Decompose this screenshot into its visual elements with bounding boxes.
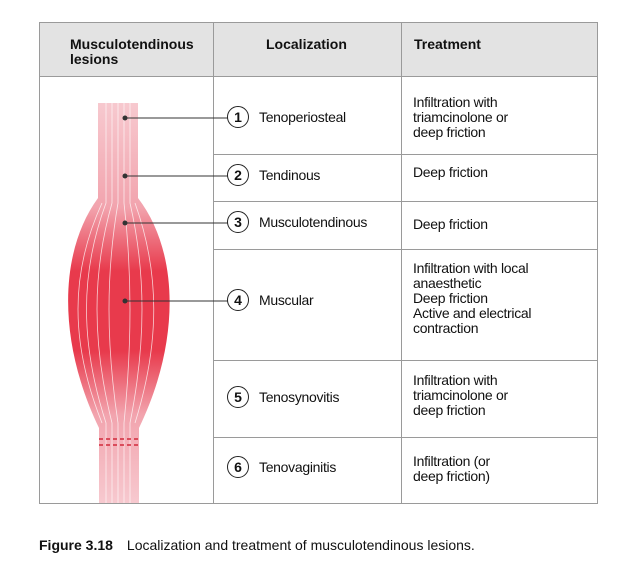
localization-row-4: 4 Muscular bbox=[227, 289, 314, 311]
table-header: Musculotendinous lesions Localization Tr… bbox=[40, 23, 597, 77]
row-divider bbox=[213, 249, 597, 250]
column-divider bbox=[401, 23, 402, 503]
localization-label: Muscular bbox=[259, 292, 314, 308]
localization-row-5: 5 Tenosynovitis bbox=[227, 386, 339, 408]
localization-row-2: 2 Tendinous bbox=[227, 164, 320, 186]
header-treatment: Treatment bbox=[414, 36, 481, 52]
figure-caption-text: Localization and treatment of musculoten… bbox=[126, 537, 475, 553]
muscle-body bbox=[68, 103, 170, 503]
localization-label: Tendinous bbox=[259, 167, 321, 183]
header-lesions: Musculotendinous lesions bbox=[70, 36, 194, 67]
row-divider bbox=[213, 201, 597, 202]
row-number-4: 4 bbox=[227, 289, 249, 311]
localization-label: Musculotendinous bbox=[259, 214, 368, 230]
row-number-1: 1 bbox=[227, 106, 249, 128]
treatment-cell-1: Infiltration with triamcinolone or deep … bbox=[413, 94, 508, 140]
header-localization: Localization bbox=[266, 36, 347, 52]
row-number-3: 3 bbox=[227, 211, 249, 233]
treatment-cell-3: Deep friction bbox=[413, 216, 488, 232]
muscle-illustration bbox=[68, 103, 228, 503]
localization-row-1: 1 Tenoperiosteal bbox=[227, 106, 346, 128]
row-divider bbox=[213, 437, 597, 438]
localization-label: Tenovaginitis bbox=[259, 459, 337, 475]
localization-row-6: 6 Tenovaginitis bbox=[227, 456, 336, 478]
localization-label: Tenoperiosteal bbox=[259, 109, 346, 125]
column-divider bbox=[213, 23, 214, 503]
row-number-2: 2 bbox=[227, 164, 249, 186]
treatment-cell-4: Infiltration with local anaesthetic Deep… bbox=[413, 260, 532, 336]
localization-label: Tenosynovitis bbox=[259, 389, 340, 405]
row-divider bbox=[213, 360, 597, 361]
row-number-6: 6 bbox=[227, 456, 249, 478]
figure-label: Figure 3.18 bbox=[39, 537, 113, 553]
lesions-table: Musculotendinous lesions Localization Tr… bbox=[39, 22, 598, 504]
treatment-cell-6: Infiltration (or deep friction) bbox=[413, 453, 490, 484]
row-number-5: 5 bbox=[227, 386, 249, 408]
figure-caption: Figure 3.18 Localization and treatment of… bbox=[39, 537, 475, 553]
treatment-cell-5: Infiltration with triamcinolone or deep … bbox=[413, 372, 508, 418]
row-divider bbox=[213, 154, 597, 155]
treatment-cell-2: Deep friction bbox=[413, 164, 488, 180]
localization-row-3: 3 Musculotendinous bbox=[227, 211, 367, 233]
